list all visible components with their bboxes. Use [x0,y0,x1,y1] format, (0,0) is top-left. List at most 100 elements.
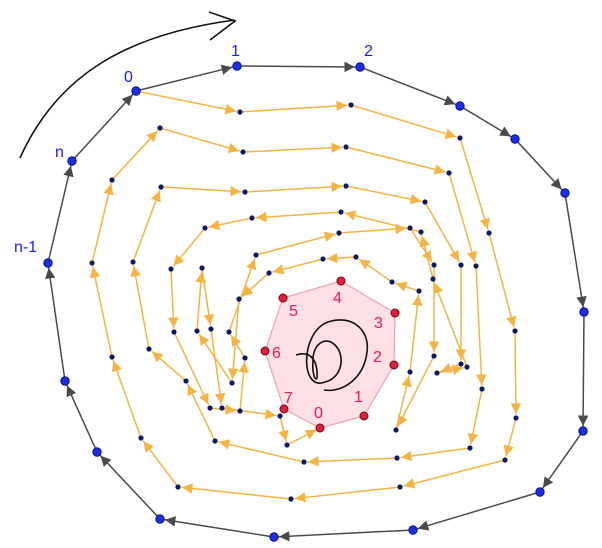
inner-cycle-node [359,411,369,421]
inner-label-1: 1 [354,389,363,406]
inner-cycle-nodes [260,276,400,433]
outer-cycle-node [232,61,242,71]
spiral-node [502,457,508,463]
spiral-node [237,408,243,414]
inner-cycle-node [260,346,270,356]
inner-label-0: 0 [314,405,323,422]
spiral-node [288,496,294,502]
outer-cycle-edge [66,384,97,450]
spiral-node [458,262,464,268]
spiral-node [393,427,399,433]
outer-cycle-node [408,525,418,535]
spiral-node [202,225,208,231]
spiral-edge [489,235,517,328]
spiral-node [457,135,463,141]
outer-cycle-edge [73,93,134,159]
spiral-node [513,415,519,421]
spiral-edge [409,294,423,370]
spiral-node [168,266,174,272]
spiral-node [336,230,342,236]
spiral-node [343,183,349,189]
spiral-edge [503,420,516,457]
outer-cycle-edge [45,267,66,378]
spiral-node [407,369,413,375]
outer-cycle-node [455,101,465,111]
spiral-node [467,445,473,451]
spiral-node [249,215,255,221]
outer-label-n: n [55,144,64,161]
spiral-node [389,279,395,285]
spiral-edge [272,259,321,275]
inner-cycle-node [389,360,399,370]
spiral-node [171,329,177,335]
spiral-edge [255,211,339,223]
spiral-edge [341,223,407,235]
spiral-node [219,405,225,411]
spiral-edge [395,375,412,428]
spiral-edge [353,105,457,139]
inner-label-3: 3 [374,315,383,332]
spiral-node [434,370,440,376]
inner-cycle-node [390,308,400,318]
spiral-edge [181,483,289,500]
outer-cycle-edge [462,107,512,138]
spiral-edge [138,90,237,115]
spiral-edge [278,418,289,442]
spiral-edge [186,383,215,440]
inner-label-7: 7 [284,390,293,407]
spiral-node [394,455,400,461]
outer-cycle-node [535,487,545,497]
spiral-edge [133,189,161,260]
spiral-node [266,270,272,276]
spiral-edge [227,301,240,380]
spiral-node [277,413,283,419]
inner-label-4: 4 [333,290,342,307]
spiral-edge [395,281,417,292]
outer-cycle-edge [99,454,159,517]
spiral-node [236,296,242,302]
spiral-edge [168,271,179,329]
spiral-node [253,252,259,258]
outer-label-1: 1 [231,43,240,60]
spiral-node [229,380,235,386]
inner-cycle-node [336,276,346,286]
outer-cycle-edge [577,315,589,427]
spiral-node [226,329,232,335]
spiral-node [212,438,218,444]
outer-cycle-edge [362,67,457,106]
spiral-node [431,353,437,359]
inner-label-5: 5 [289,303,298,320]
outer-cycle-node [60,376,70,386]
spiral-node [284,442,290,448]
inner-label-6: 6 [272,345,281,362]
outer-cycle-edge [516,141,563,191]
spiral-node [431,262,437,268]
spiral-edge [348,146,446,175]
spiral-edge [433,281,467,365]
spiral-edge [397,357,434,428]
spiral-edge [238,361,249,409]
spiral-edge [247,181,343,193]
outer-cycle-edge [278,529,410,542]
spiral-node [207,405,213,411]
spiral-node [338,209,344,215]
spiral-node [158,184,164,190]
spiral-edge [326,252,354,264]
rotation-arrowhead [208,11,237,41]
spiral-edge [111,360,141,436]
spiral-edge [91,183,114,261]
spiral-edge [218,439,302,463]
rotation-arrow-curve [19,19,236,159]
spiral-edge [348,185,422,205]
spiral-edge [241,274,268,298]
spiral-edge [113,130,159,179]
spiral-node [422,199,428,205]
inner-cycle-node [279,404,289,414]
spiral-node [109,354,115,360]
spiral-edge [210,331,226,405]
spiral-edge [172,229,204,267]
spiral-node [109,177,115,183]
spiral-edge [151,350,185,380]
spiral-edge [229,258,257,330]
spiral-node [486,230,492,236]
